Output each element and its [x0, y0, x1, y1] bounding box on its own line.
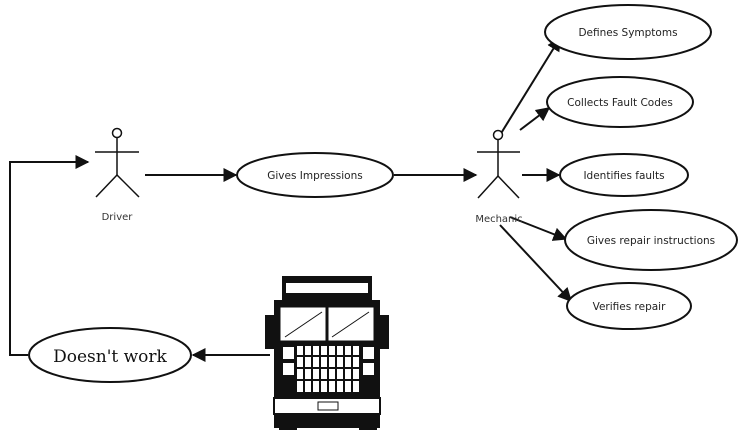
identifies-faults-label: Identifies faults — [583, 170, 664, 182]
mechanic-left-leg — [477, 175, 499, 199]
gives-impressions-label: Gives Impressions — [267, 170, 362, 182]
identifies-faults-node: Identifies faults — [559, 153, 689, 197]
mechanic-right-leg — [497, 175, 520, 199]
driver-right-leg — [116, 174, 140, 198]
defines-symptoms-node: Defines Symptoms — [544, 4, 712, 60]
driver-label: Driver — [102, 212, 134, 223]
mechanic-label: Mechanic — [475, 214, 522, 225]
defines-symptoms-label: Defines Symptoms — [578, 27, 677, 39]
driver-actor: Driver — [95, 127, 140, 223]
mechanic-head — [492, 129, 504, 141]
doesnt-work-node: Doesn't work — [28, 327, 192, 383]
gives-impressions-node: Gives Impressions — [236, 152, 394, 198]
driver-head — [111, 127, 123, 139]
truck-front-icon — [265, 276, 389, 430]
driver-left-leg — [95, 174, 118, 198]
mechanic-to-repair-instructions-arrow — [509, 216, 568, 241]
gives-repair-instructions-node: Gives repair instructions — [564, 209, 738, 271]
connector-lines — [9, 36, 572, 362]
verifies-repair-node: Verifies repair — [566, 282, 692, 330]
mechanic-to-collects-fault-codes-arrow — [519, 107, 551, 131]
doesnt-work-label: Doesn't work — [53, 347, 167, 367]
collects-fault-codes-node: Collects Fault Codes — [546, 76, 694, 128]
mechanic-to-defines-symptoms-arrow — [499, 36, 561, 136]
mechanic-to-verifies-repair-arrow — [499, 224, 572, 303]
mechanic-actor: Mechanic — [475, 129, 523, 225]
doesnt-work-feedback-arrow — [9, 155, 90, 356]
collects-fault-codes-label: Collects Fault Codes — [567, 97, 673, 109]
gives-repair-instructions-label: Gives repair instructions — [587, 235, 715, 247]
verifies-repair-label: Verifies repair — [593, 301, 667, 313]
